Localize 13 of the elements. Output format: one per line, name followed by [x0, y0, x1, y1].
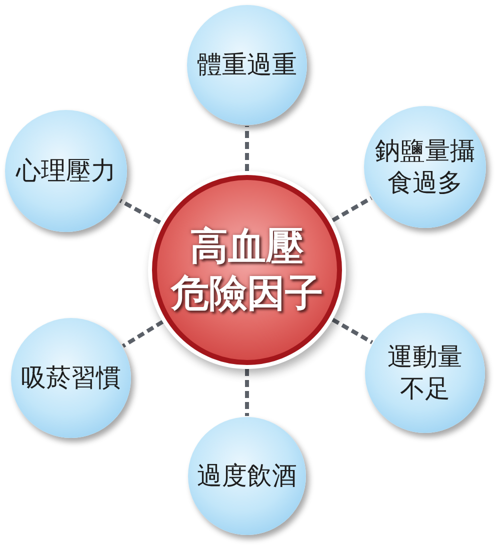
- factor-label: 吸菸習慣: [21, 362, 121, 394]
- hub-label: 高血壓危險因子: [170, 222, 324, 317]
- connector-line: [332, 196, 372, 222]
- connector-line: [122, 320, 164, 348]
- factor-label: 體重過重: [197, 48, 297, 81]
- factor-label: 運動量不足: [386, 340, 464, 405]
- factor-label: 過度飲酒: [197, 460, 297, 492]
- factor-label: 鈉鹽量攝食過多: [374, 134, 476, 199]
- connector-line: [245, 369, 249, 416]
- connector-line: [119, 199, 162, 224]
- factor-label: 心理壓力: [16, 154, 116, 187]
- connector-line: [332, 318, 374, 344]
- connector-line: [245, 126, 249, 171]
